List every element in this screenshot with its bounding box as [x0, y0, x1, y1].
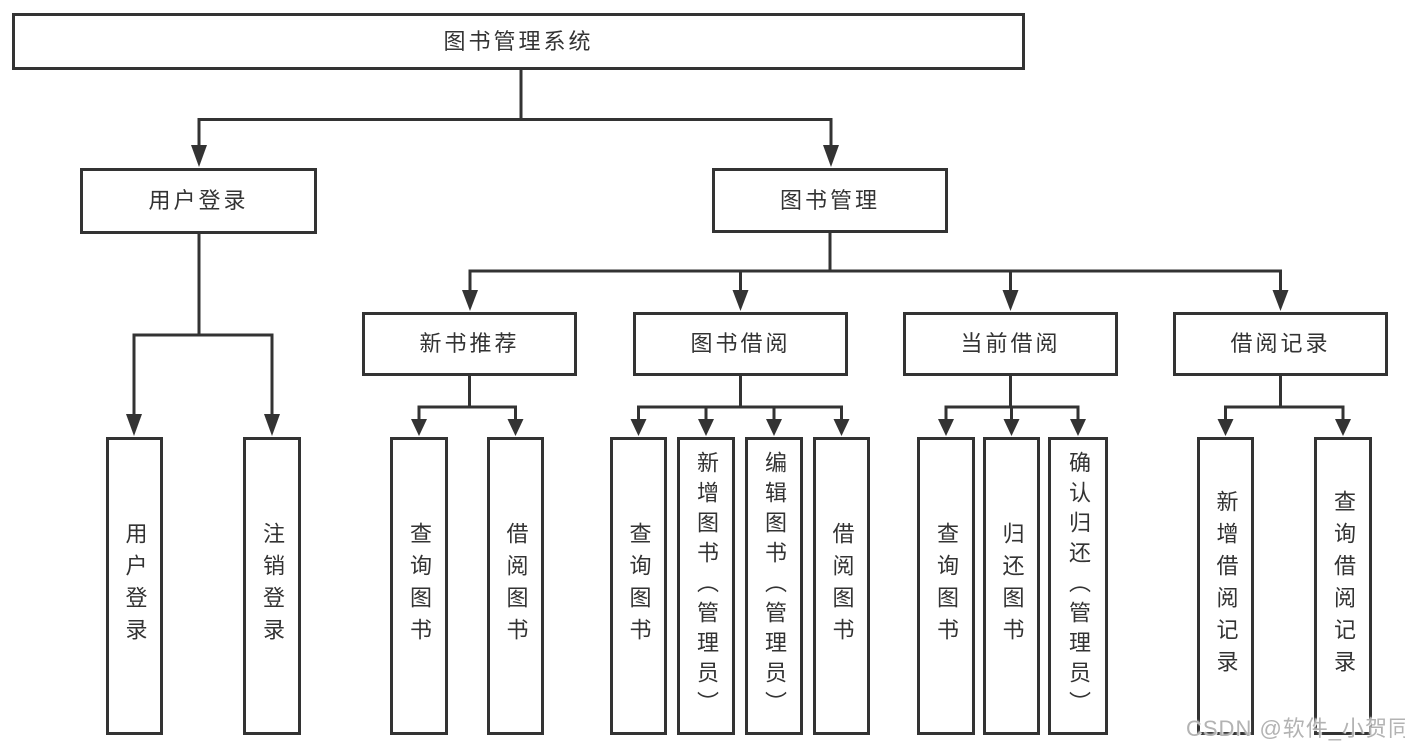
node-leaf-current-return-books: 归还图书 — [983, 437, 1040, 735]
node-leaf-recommend-query-books: 查询图书 — [390, 437, 448, 735]
node-leaf-recommend-borrow-books: 借阅图书 — [487, 437, 544, 735]
connector-borrowing-children — [630, 376, 850, 436]
node-leaf-borrow-borrow-books: 借阅图书 — [813, 437, 870, 735]
node-leaf-user-login: 用户登录 — [106, 437, 163, 735]
node-leaf-current-confirm-return: 确认归还（管理员） — [1048, 437, 1108, 735]
node-new-book-recommendation: 新书推荐 — [362, 312, 577, 376]
csdn-watermark: CSDN @软件_小贺同学 — [1186, 716, 1405, 741]
node-leaf-logout: 注销登录 — [243, 437, 301, 735]
connector-recommend-children — [411, 376, 524, 436]
connector-user-login-children — [126, 234, 280, 436]
connector-root-to-level2 — [191, 67, 839, 167]
connector-book-management-children — [462, 233, 1289, 311]
node-leaf-borrow-edit-books: 编辑图书（管理员） — [745, 437, 803, 735]
node-borrowing-records: 借阅记录 — [1173, 312, 1388, 376]
node-leaf-records-add-record: 新增借阅记录 — [1197, 437, 1254, 735]
node-user-login: 用户登录 — [80, 168, 317, 234]
node-root: 图书管理系统 — [12, 13, 1025, 70]
node-book-borrowing: 图书借阅 — [633, 312, 848, 376]
node-leaf-current-query-books: 查询图书 — [917, 437, 975, 735]
connector-records-children — [1217, 376, 1351, 436]
node-book-management: 图书管理 — [712, 168, 948, 233]
node-current-borrowing: 当前借阅 — [903, 312, 1118, 376]
node-leaf-borrow-add-books: 新增图书（管理员） — [677, 437, 735, 735]
connector-current-children — [938, 376, 1086, 436]
node-leaf-records-query-record: 查询借阅记录 — [1314, 437, 1372, 735]
node-leaf-borrow-query-books: 查询图书 — [610, 437, 667, 735]
